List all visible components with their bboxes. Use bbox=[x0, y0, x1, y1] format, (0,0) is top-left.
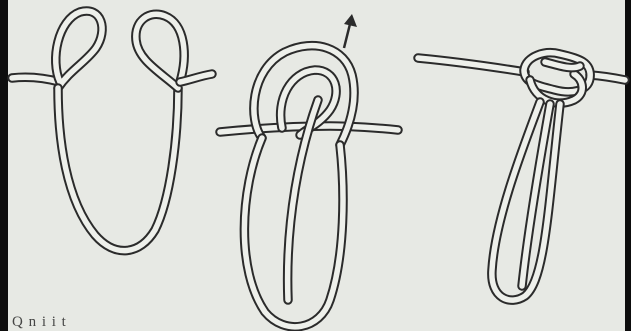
step-2-overlapping-loops bbox=[215, 14, 403, 331]
left-frame-border bbox=[0, 0, 8, 331]
right-frame-border bbox=[625, 0, 631, 331]
figure-caption-fragment: Q n i i t bbox=[12, 314, 67, 330]
pull-direction-arrow bbox=[342, 23, 352, 49]
step-3-finished-knot bbox=[413, 48, 630, 305]
step-1-two-loops bbox=[7, 6, 217, 256]
arrow-head-icon bbox=[344, 14, 357, 27]
